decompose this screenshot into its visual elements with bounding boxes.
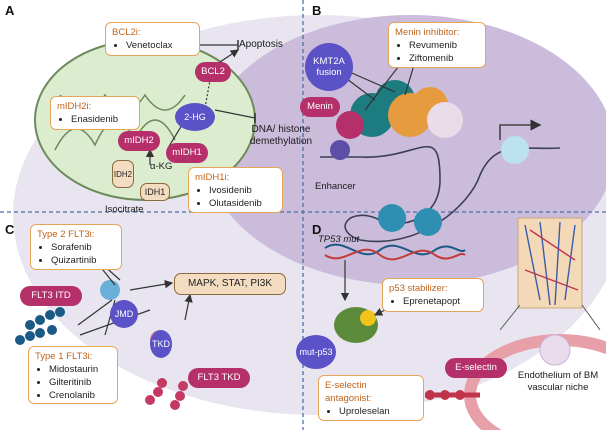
e-selectin-label: E-selectin [445,358,507,378]
enhancer-label: Enhancer [315,181,356,192]
menin-inhibitor-drug: Ziftomenib [409,52,479,65]
menin-node: Menin [300,97,340,117]
bone-tissue [517,217,583,309]
jmd-node: JMD [110,300,138,328]
mut-p53-node: mut-p53 [296,335,336,369]
type2-flt3i-drug: Sorafenib [51,241,115,254]
p53-stabilizer-title: p53 stabilizer: [389,283,448,294]
isocitrate-label: Isocitrate [105,204,144,215]
p53-stabilizer-box: p53 stabilizer: Eprenetapopt [382,278,484,312]
flt3-itd-label: FLT3 ITD [20,286,82,306]
menin-inhibitor-title: Menin inhibitor: [395,27,460,38]
bcl2-node: BCL2 [195,62,231,82]
nucleus [205,15,606,285]
midh2i-title: mIDH2i: [57,101,92,112]
alpha-kg-label: α-KG [150,161,173,172]
midh2i-drug: Enasidenib [71,113,133,126]
panel-label-a: A [5,3,15,18]
panel-label-d: D [312,222,322,237]
idh1-node: IDH1 [140,183,170,201]
type1-flt3i-drug: Gilteritinib [49,376,111,389]
bcl2i-title: BCL2i: [112,27,141,38]
type1-flt3i-title: Type 1 FLT3i: [35,351,93,362]
menin-inhibitor-drug: Revumenib [409,39,479,52]
e-selectin-antagonist-title: E-selectin antagonist: [325,380,372,404]
menin-inhibitor-box: Menin inhibitor: Revumenib Ziftomenib [388,22,486,68]
midh1i-box: mIDH1i: Ivosidenib Olutasidenib [188,167,283,213]
bcl2i-box: BCL2i: Venetoclax [105,22,200,56]
nucleosome [378,204,406,232]
bcl2i-drug: Venetoclax [126,39,193,52]
tp53-mut-label: TP53 mut [318,234,360,245]
idh2-node: IDH2 [112,160,134,188]
nucleosome [501,136,529,164]
dna-demethylation-label: DNA/ histone demethylation [249,124,313,147]
flt3-tkd-label: FLT3 TKD [188,368,250,388]
pathway-box: MAPK, STAT, PI3K [174,273,286,295]
kmt2a-fusion-node: KMT2A fusion [305,43,353,91]
tkd-node: TKD [150,330,172,358]
midh1-node: mIDH1 [166,143,208,163]
panel-label-b: B [312,3,322,18]
apoptosis-label: Apoptosis [239,39,283,50]
type2-flt3i-drug: Quizartinib [51,254,115,267]
midh1i-title: mIDH1i: [195,172,230,183]
e-selectin-antagonist-box: E-selectin antagonist: Uproleselan [318,375,424,421]
midh2i-box: mIDH2i: Enasidenib [50,96,140,130]
type2-flt3i-title: Type 2 FLT3i: [37,229,95,240]
midh1i-drug: Olutasidenib [209,197,276,210]
2hg-node: 2-HG [175,103,215,131]
type1-flt3i-box: Type 1 FLT3i: Midostaurin Gilteritinib C… [28,346,118,404]
type2-flt3i-box: Type 2 FLT3i: Sorafenib Quizartinib [30,224,122,270]
tp53-dna [324,243,466,256]
midh1i-drug: Ivosidenib [209,184,276,197]
endothelium-label: Endothelium of BM vascular niche [517,370,599,393]
midh2-node: mIDH2 [118,131,160,151]
e-selectin-antagonist-drug: Uproleselan [339,405,417,418]
type1-flt3i-drug: Crenolanib [49,389,111,402]
type1-flt3i-drug: Midostaurin [49,363,111,376]
nucleosome [414,208,442,236]
panel-label-c: C [5,222,15,237]
p53-stabilizer-drug: Eprenetapopt [403,295,477,308]
dna-strand [320,145,561,243]
